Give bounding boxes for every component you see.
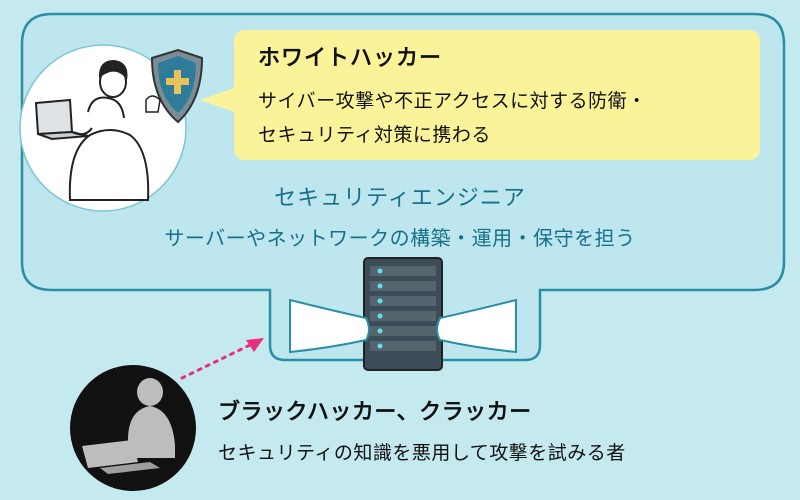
- security-engineer-title: セキュリティエンジニア: [274, 186, 526, 211]
- shield-cross-icon: [145, 48, 204, 124]
- black-hacker-avatar: [70, 365, 196, 491]
- hacker-silhouette-icon: [82, 378, 175, 474]
- server-rack-icon: [363, 257, 443, 371]
- white-hacker-bubble: [200, 30, 760, 160]
- white-hacker-desc-line1: サイバー攻撃や不正アクセスに対する防衛・: [258, 90, 647, 112]
- black-hacker-desc: セキュリティの知識を悪用して攻撃を試みる者: [218, 442, 626, 464]
- attack-arrow: [180, 338, 264, 380]
- white-hacker-title: ホワイトハッカー: [258, 46, 443, 71]
- white-hacker-desc-line2: セキュリティ対策に携わる: [258, 124, 491, 146]
- black-hacker-title: ブラックハッカー、クラッカー: [218, 400, 532, 425]
- laptop-icon: [34, 98, 89, 141]
- security-engineer-desc: サーバーやネットワークの構築・運用・保守を担う: [164, 226, 636, 250]
- white-hacker-avatar: [19, 44, 187, 212]
- hands-icon: [289, 298, 517, 354]
